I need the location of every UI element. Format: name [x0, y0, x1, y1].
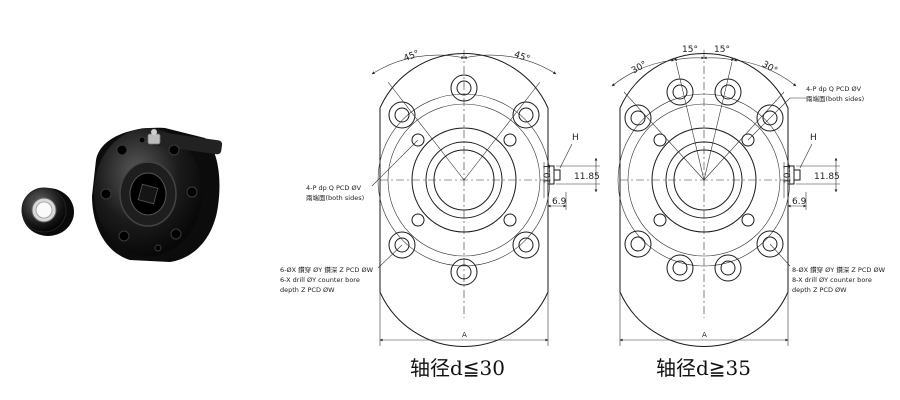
tap-holes-left [411, 133, 517, 227]
angle-label-right-45: 45° [513, 50, 531, 65]
dim-H-left: H [572, 133, 579, 143]
note-bolt-right-2: 8-X drill ØY counter bore [792, 276, 872, 284]
dim-101-left: 10.1 [543, 164, 553, 184]
note-bolt-right-3: depth Z PCD ØW [792, 286, 847, 294]
angle-label-15-right: 15° [714, 45, 730, 55]
note-side-tap-right-2: 兩端面(both sides) [806, 94, 864, 103]
caption-right: 轴径d≧35 [656, 356, 752, 380]
bolt-holes-left [388, 74, 540, 286]
dim-A-left: A [462, 331, 467, 339]
dim-1185-left: 11.85 [574, 172, 600, 182]
note-bolt-left-2: 6-X drill ØY counter bore [280, 276, 360, 284]
note-side-tap-left-1: 4-P dp Q PCD ØV [306, 184, 362, 192]
note-bolt-left-1: 6-ØX 鑽穿 ØY 鑽深 Z PCD ØW [280, 265, 374, 274]
bolt-holes-right [624, 78, 784, 282]
note-bolt-right-1: 8-ØX 鑽穿 ØY 鑽深 Z PCD ØW [792, 265, 886, 274]
dim-101-right: 10.1 [783, 164, 793, 184]
drawing-right: 30° 15° 15° 30° 4-P dp Q PCD ØV 兩端面(both… [611, 45, 886, 347]
dim-69-left: 6.9 [552, 197, 567, 207]
angle-label-30-right: 30° [760, 60, 779, 77]
caption-left: 轴径d≦30 [410, 356, 506, 380]
dim-69-right: 6.9 [792, 197, 807, 207]
note-side-tap-right-1: 4-P dp Q PCD ØV [806, 85, 862, 93]
note-bolt-left-3: depth Z PCD ØW [280, 286, 335, 294]
dim-A-right: A [702, 331, 707, 339]
angle-label-left-45: 45° [402, 49, 421, 64]
dim-1185-right: 11.85 [814, 172, 840, 182]
tap-holes-right [653, 133, 755, 227]
ball-screw-support-unit-photo [21, 127, 223, 262]
drawing-left: 45° 45° H 11.85 10.1 6.9 4-P dp Q PCD ØV… [280, 49, 600, 347]
note-side-tap-left-2: 兩端面(both sides) [306, 193, 364, 202]
angle-label-15-left: 15° [682, 45, 698, 55]
dim-H-right: H [810, 133, 817, 143]
